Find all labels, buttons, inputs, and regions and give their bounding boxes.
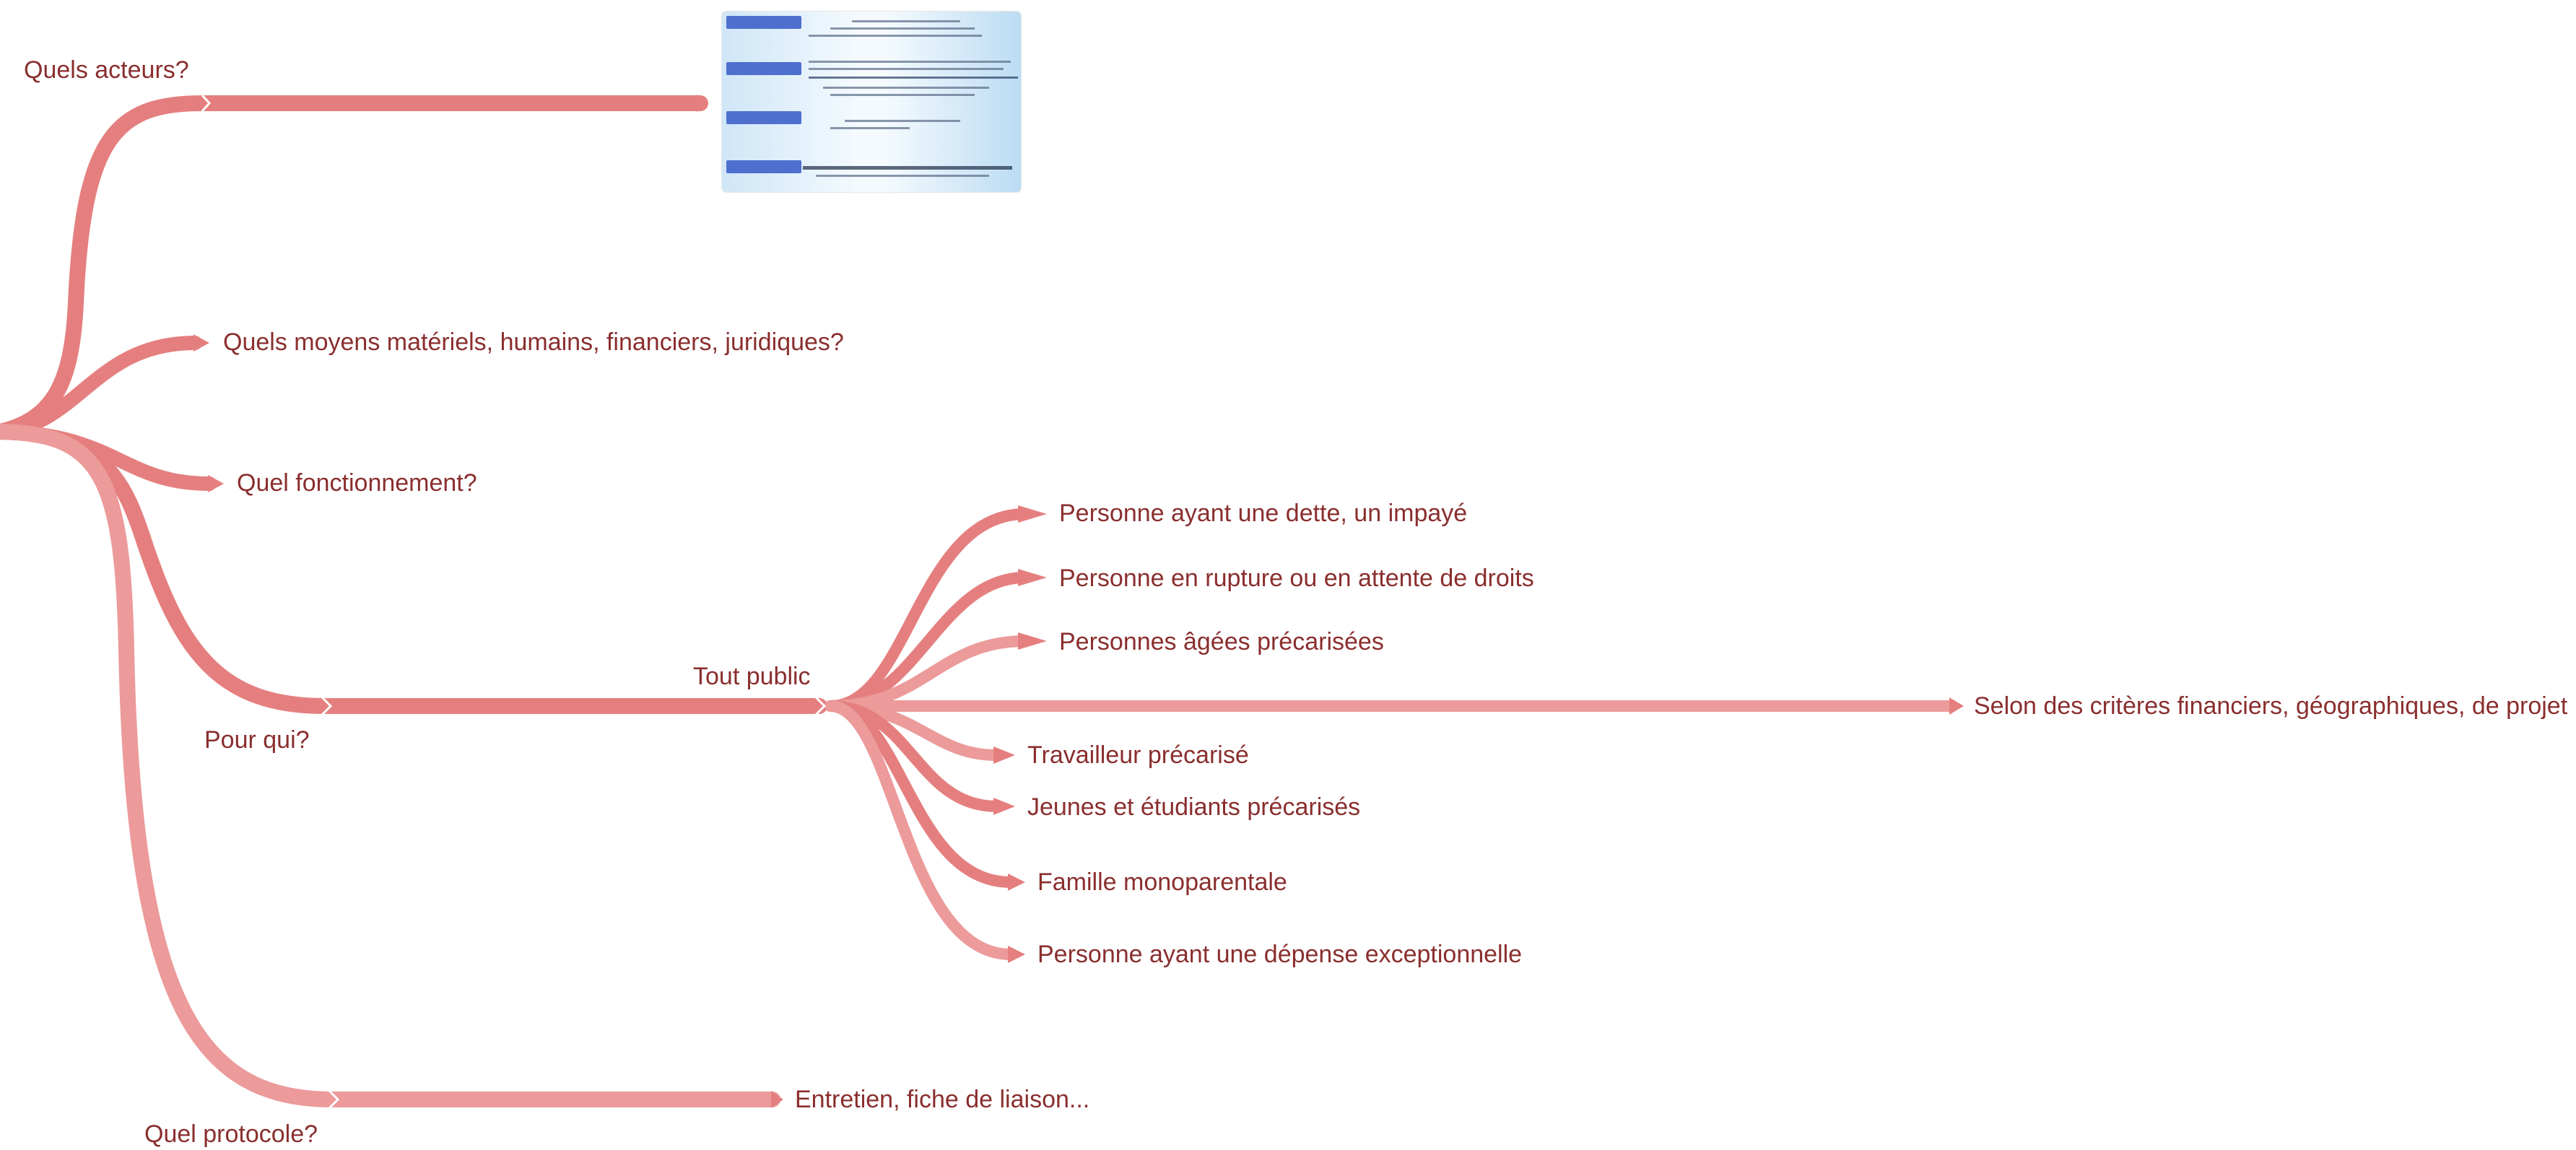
branch-moyens [0, 336, 202, 439]
thumbnail-line [830, 94, 975, 96]
node-acteurs[interactable]: Quels acteurs? [24, 56, 189, 84]
joint-chevron [321, 696, 333, 716]
arrow-tip [697, 95, 708, 112]
node-public-rupture[interactable]: Personne en rupture ou en attente de dro… [1059, 565, 1534, 592]
thumbnail-line [852, 20, 960, 22]
thumbnail-line [803, 166, 1012, 170]
embedded-image-thumbnail[interactable] [722, 12, 1021, 192]
thumbnail-tag [726, 62, 801, 75]
arrow-tip [993, 746, 1015, 764]
thumbnail-tag [726, 111, 801, 124]
node-public-depense[interactable]: Personne ayant une dépense exceptionnell… [1037, 941, 1523, 968]
node-public-agees[interactable]: Personnes âgées précarisées [1059, 628, 1384, 655]
arrow-tip [771, 1091, 783, 1108]
thumbnail-line [809, 77, 1018, 79]
thumbnail-line [816, 175, 989, 177]
branch-acteurs [0, 95, 708, 440]
arrow-tip [1018, 632, 1047, 650]
joint-chevron [814, 696, 827, 716]
arrow-tip [1949, 697, 1964, 715]
node-moyens[interactable]: Quels moyens matériels, humains, financi… [223, 328, 844, 356]
thumbnail-tag [726, 16, 801, 29]
node-selon[interactable]: Selon des critères financiers, géographi… [1974, 692, 2568, 720]
arrow-tip [993, 798, 1015, 815]
node-entretien[interactable]: Entretien, fiche de liaison... [795, 1086, 1090, 1113]
thumbnail-tag [726, 160, 801, 173]
node-pour-qui[interactable]: Pour qui? [204, 726, 310, 754]
arrow-tip [1008, 874, 1025, 891]
thumbnail-line [830, 127, 910, 129]
thumbnail-line [809, 35, 982, 37]
thumbnail-line [830, 27, 975, 30]
joint-chevron [328, 1089, 340, 1110]
node-public-travailleur[interactable]: Travailleur précarisé [1027, 741, 1249, 769]
thumbnail-line [809, 61, 1011, 63]
thumbnail-line [823, 87, 989, 89]
branch-public-7 [824, 700, 1017, 960]
node-tout-public[interactable]: Tout public [693, 663, 811, 690]
node-fonctionnement[interactable]: Quel fonctionnement? [237, 469, 477, 497]
node-public-dette[interactable]: Personne ayant une dette, un impayé [1059, 500, 1468, 527]
node-protocole[interactable]: Quel protocole? [144, 1120, 318, 1148]
node-public-jeunes[interactable]: Jeunes et étudiants précarisés [1027, 793, 1361, 821]
arrow-tip [1008, 946, 1025, 963]
branch-protocole [0, 424, 780, 1107]
arrow-tip [1018, 569, 1047, 586]
arrow-tip [208, 475, 224, 492]
thumbnail-line [845, 120, 960, 122]
joint-chevron [201, 94, 212, 113]
arrow-tip [1018, 505, 1047, 523]
arrow-tip [193, 334, 209, 352]
thumbnail-line [809, 68, 1004, 70]
node-public-monoparentale[interactable]: Famille monoparentale [1037, 868, 1287, 896]
